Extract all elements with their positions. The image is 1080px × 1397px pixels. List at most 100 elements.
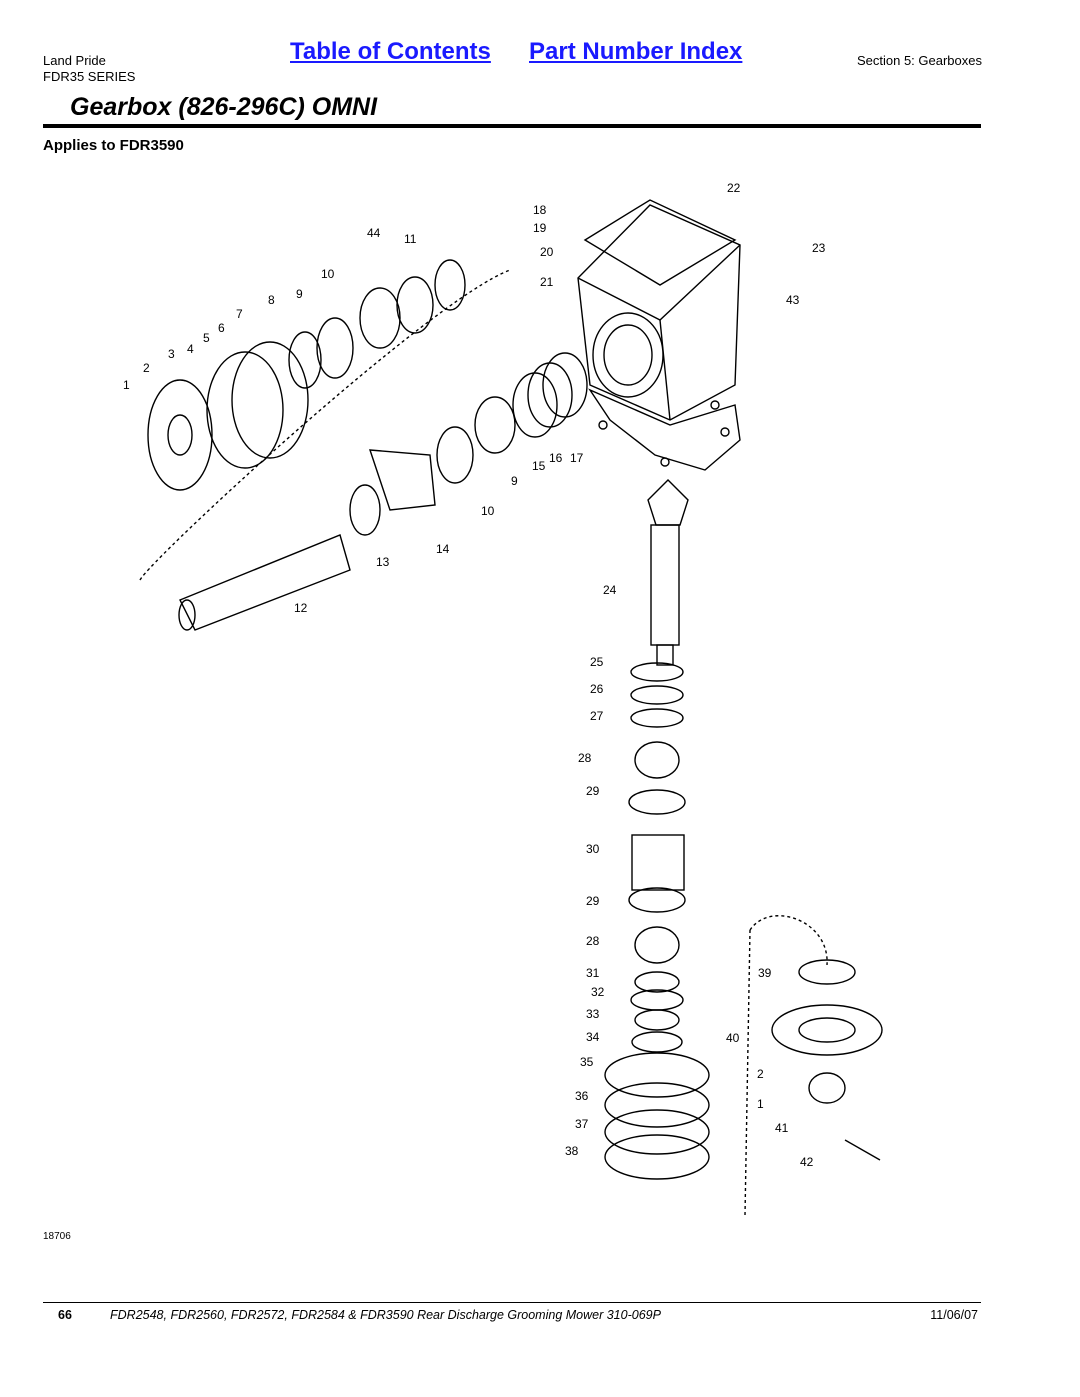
- bevel-gear: [369, 449, 436, 511]
- svg-text:1: 1: [757, 1097, 764, 1111]
- part-26: [630, 685, 684, 705]
- part-34: [631, 1031, 683, 1053]
- part-29-top: [628, 789, 686, 815]
- svg-text:1: 1: [123, 378, 130, 392]
- document-title: FDR2548, FDR2560, FDR2572, FDR2584 & FDR…: [110, 1308, 661, 1322]
- part-38: [604, 1134, 710, 1180]
- housing-bore: [592, 312, 664, 398]
- svg-text:9: 9: [511, 474, 518, 488]
- gearbox-housing: [577, 204, 741, 421]
- cone-bearing: [359, 287, 401, 349]
- part-number-index-link[interactable]: Part Number Index: [529, 38, 743, 65]
- housing-edge: [577, 244, 741, 321]
- svg-text:19: 19: [533, 221, 547, 235]
- figure-id: 18706: [43, 1231, 71, 1242]
- svg-text:2: 2: [757, 1067, 764, 1081]
- svg-text:6: 6: [218, 321, 225, 335]
- svg-text:4: 4: [187, 342, 194, 356]
- svg-text:8: 8: [268, 293, 275, 307]
- svg-text:26: 26: [590, 682, 604, 696]
- applies-to-label: Applies to FDR3590: [43, 137, 184, 154]
- series-label: FDR35 SERIES: [43, 69, 136, 84]
- document-date: 11/06/07: [930, 1308, 978, 1322]
- snap-ring-2: [349, 484, 381, 536]
- svg-text:16: 16: [549, 451, 563, 465]
- svg-text:23: 23: [812, 241, 826, 255]
- svg-text:25: 25: [590, 655, 604, 669]
- svg-text:2: 2: [143, 361, 150, 375]
- input-flange: [147, 379, 213, 491]
- svg-text:33: 33: [586, 1007, 600, 1021]
- input-shaft: [179, 534, 351, 631]
- svg-text:10: 10: [321, 267, 335, 281]
- svg-text:36: 36: [575, 1089, 589, 1103]
- svg-text:13: 13: [376, 555, 390, 569]
- part-32: [630, 989, 684, 1011]
- svg-text:22: 22: [727, 181, 741, 195]
- shield-plate: [206, 351, 284, 469]
- pinion-shaft: [650, 524, 680, 646]
- svg-text:14: 14: [436, 542, 450, 556]
- part-41: [808, 1072, 846, 1104]
- svg-text:20: 20: [540, 245, 554, 259]
- part-40: [771, 1004, 883, 1056]
- svg-text:38: 38: [565, 1144, 579, 1158]
- svg-text:39: 39: [758, 966, 772, 980]
- housing-base: [588, 388, 741, 471]
- svg-text:10: 10: [481, 504, 495, 518]
- svg-text:35: 35: [580, 1055, 594, 1069]
- cone-bearing-2: [436, 426, 474, 484]
- svg-text:28: 28: [586, 934, 600, 948]
- section-label: Section 5: Gearboxes: [856, 53, 982, 68]
- footer-rule: [43, 1302, 981, 1303]
- svg-text:21: 21: [540, 275, 554, 289]
- part-37: [604, 1109, 710, 1155]
- page-number: 66: [58, 1308, 72, 1322]
- svg-text:31: 31: [586, 966, 600, 980]
- snap-ring: [434, 259, 466, 311]
- cup: [316, 317, 354, 379]
- part-35: [604, 1052, 710, 1098]
- svg-text:40: 40: [726, 1031, 740, 1045]
- cup-2: [474, 396, 516, 454]
- shield-plate-2: [231, 341, 309, 459]
- part-28-top: [634, 741, 680, 779]
- svg-text:27: 27: [590, 709, 604, 723]
- part-27: [630, 708, 684, 728]
- pinion-gear: [647, 479, 689, 526]
- page-title: Gearbox (826-296C) OMNI: [70, 93, 378, 121]
- svg-text:15: 15: [532, 459, 546, 473]
- table-of-contents-link[interactable]: Table of Contents: [290, 38, 491, 65]
- part-36: [604, 1082, 710, 1128]
- gearbox-cover: [583, 199, 737, 286]
- part-33: [634, 1009, 680, 1031]
- svg-text:29: 29: [586, 894, 600, 908]
- part-42: [844, 1139, 881, 1161]
- bearing-cup: [396, 276, 434, 334]
- part-30: [631, 834, 685, 891]
- svg-text:30: 30: [586, 842, 600, 856]
- shim-1: [512, 372, 558, 438]
- svg-text:12: 12: [294, 601, 308, 615]
- part-28-bottom: [634, 926, 680, 964]
- svg-text:42: 42: [800, 1155, 814, 1169]
- svg-text:44: 44: [367, 226, 381, 240]
- svg-text:43: 43: [786, 293, 800, 307]
- svg-text:17: 17: [570, 451, 584, 465]
- part-31: [634, 971, 680, 993]
- brand-label: Land Pride: [43, 53, 106, 68]
- svg-text:29: 29: [586, 784, 600, 798]
- shim-2: [527, 362, 573, 428]
- svg-text:37: 37: [575, 1117, 589, 1131]
- svg-text:3: 3: [168, 347, 175, 361]
- seal: [288, 331, 322, 389]
- shim-3: [542, 352, 588, 418]
- title-rule: [43, 124, 981, 128]
- svg-text:28: 28: [578, 751, 592, 765]
- part-25: [630, 662, 684, 682]
- svg-text:18: 18: [533, 203, 547, 217]
- svg-text:11: 11: [404, 232, 417, 246]
- svg-text:32: 32: [591, 985, 605, 999]
- svg-text:7: 7: [236, 307, 243, 321]
